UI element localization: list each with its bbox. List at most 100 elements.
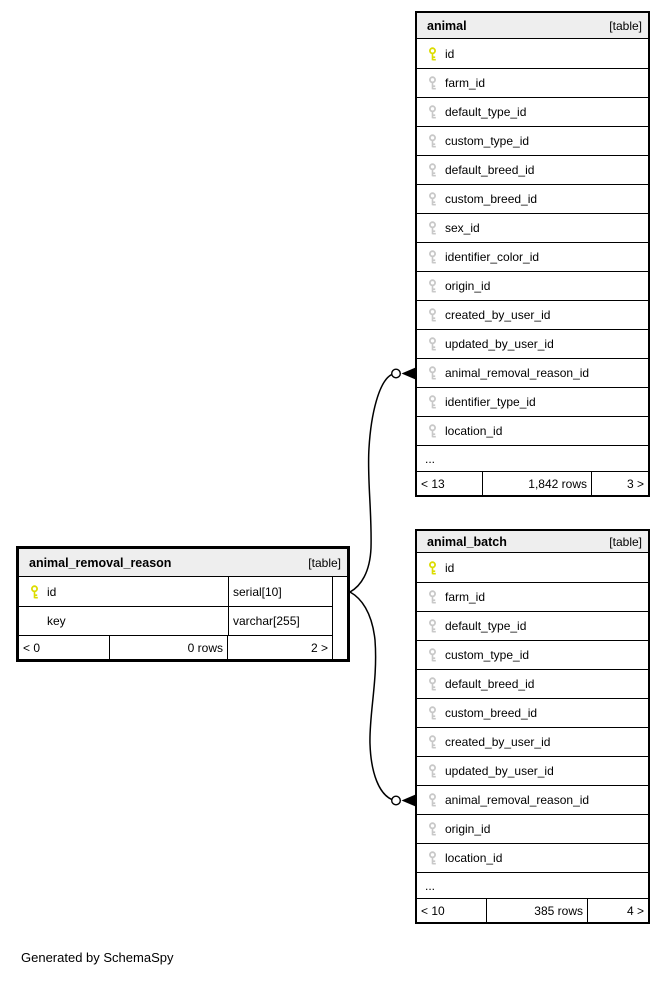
column-name: origin_id <box>445 279 491 293</box>
column-name: default_breed_id <box>445 677 535 691</box>
column-row: created_by_user_id <box>417 727 648 756</box>
arrowhead-icon <box>401 367 415 380</box>
column-type: serial[10] <box>228 577 332 606</box>
edge-port-column <box>332 577 347 659</box>
foreign-key-icon <box>428 308 437 322</box>
column-row: identifier_type_id <box>417 387 648 416</box>
column-name: key <box>47 614 66 628</box>
foreign-key-icon <box>428 648 437 662</box>
column-name: custom_breed_id <box>445 192 538 206</box>
column-row: id <box>417 39 648 68</box>
table-header: animal [table] <box>417 13 648 39</box>
column-row: default_type_id <box>417 97 648 126</box>
column-name: id <box>47 584 57 599</box>
column-type: varchar[255] <box>228 607 332 635</box>
column-row: default_breed_id <box>417 669 648 698</box>
column-name: custom_type_id <box>445 648 530 662</box>
open-circle-marker <box>391 795 402 806</box>
footer-right-degree: 2 > <box>310 640 328 655</box>
column-row: created_by_user_id <box>417 300 648 329</box>
foreign-key-icon <box>428 590 437 604</box>
column-name: custom_type_id <box>445 134 530 148</box>
generated-by-note: Generated by SchemaSpy <box>21 950 174 965</box>
foreign-key-icon <box>428 134 437 148</box>
arrowhead-icon <box>401 794 415 807</box>
column-row: updated_by_user_id <box>417 756 648 785</box>
column-name: origin_id <box>445 822 491 836</box>
column-row: default_breed_id <box>417 155 648 184</box>
table-node-animal-batch[interactable]: animal_batch [table] id farm_id default_… <box>415 529 650 924</box>
row-count: 0 rows <box>110 636 228 659</box>
foreign-key-icon <box>428 279 437 293</box>
column-name: updated_by_user_id <box>445 337 554 351</box>
foreign-key-icon <box>428 250 437 264</box>
column-name: sex_id <box>445 221 480 235</box>
table-title[interactable]: animal_removal_reason <box>29 555 172 570</box>
footer-left-degree: < 0 <box>19 636 110 659</box>
column-name: default_type_id <box>445 619 527 633</box>
column-row: default_type_id <box>417 611 648 640</box>
column-name: default_breed_id <box>445 163 535 177</box>
table-node-animal[interactable]: animal [table] id farm_id default_type_i… <box>415 11 650 497</box>
column-name: location_id <box>445 424 503 438</box>
column-row: animal_removal_reason_id <box>417 785 648 814</box>
table-title[interactable]: animal_batch <box>427 534 507 549</box>
footer-right-degree: 3 > <box>626 476 644 491</box>
foreign-key-icon <box>428 163 437 177</box>
table-title[interactable]: animal <box>427 18 467 33</box>
foreign-key-icon <box>428 706 437 720</box>
column-name: id <box>445 560 455 575</box>
table-type-badge: [table] <box>609 18 642 33</box>
column-row: custom_breed_id <box>417 698 648 727</box>
foreign-key-icon <box>428 793 437 807</box>
foreign-key-icon <box>428 221 437 235</box>
column-name: farm_id <box>445 590 486 604</box>
column-row: sex_id <box>417 213 648 242</box>
column-name: updated_by_user_id <box>445 764 554 778</box>
truncated-columns-indicator: ... <box>417 872 648 898</box>
column-name: custom_breed_id <box>445 706 538 720</box>
footer-left-degree: < 13 <box>417 472 483 495</box>
table-type-badge: [table] <box>308 555 341 570</box>
foreign-key-icon <box>428 424 437 438</box>
foreign-key-icon <box>428 764 437 778</box>
foreign-key-icon <box>428 851 437 865</box>
foreign-key-icon <box>428 822 437 836</box>
column-row: location_id <box>417 843 648 872</box>
table-node-animal-removal-reason[interactable]: animal_removal_reason [table] id serial[… <box>16 546 350 662</box>
footer-right-degree: 4 > <box>626 903 644 918</box>
row-count: 1,842 rows <box>483 472 592 495</box>
foreign-key-icon <box>428 366 437 380</box>
column-row: animal_removal_reason_id <box>417 358 648 387</box>
column-row: id <box>417 553 648 582</box>
column-name: default_type_id <box>445 105 527 119</box>
foreign-key-icon <box>428 395 437 409</box>
footer-left-degree: < 10 <box>417 899 487 922</box>
open-circle-marker <box>391 368 402 379</box>
primary-key-icon <box>428 560 437 575</box>
column-row: custom_type_id <box>417 640 648 669</box>
column-row: custom_type_id <box>417 126 648 155</box>
column-name: identifier_color_id <box>445 250 540 264</box>
column-row: origin_id <box>417 814 648 843</box>
column-name: animal_removal_reason_id <box>445 793 590 807</box>
column-row: updated_by_user_id <box>417 329 648 358</box>
column-row: farm_id <box>417 582 648 611</box>
table-footer: < 13 1,842 rows 3 > <box>417 471 648 495</box>
column-row: identifier_color_id <box>417 242 648 271</box>
column-row: farm_id <box>417 68 648 97</box>
column-row: key varchar[255] <box>19 606 332 635</box>
column-row: origin_id <box>417 271 648 300</box>
table-type-badge: [table] <box>609 534 642 549</box>
column-name: created_by_user_id <box>445 308 551 322</box>
foreign-key-icon <box>428 735 437 749</box>
foreign-key-icon <box>428 337 437 351</box>
column-row: id serial[10] <box>19 577 332 606</box>
foreign-key-icon <box>428 105 437 119</box>
column-name: location_id <box>445 851 503 865</box>
column-name: animal_removal_reason_id <box>445 366 590 380</box>
truncated-columns-indicator: ... <box>417 445 648 471</box>
primary-key-icon <box>428 46 437 61</box>
table-header: animal_batch [table] <box>417 531 648 553</box>
